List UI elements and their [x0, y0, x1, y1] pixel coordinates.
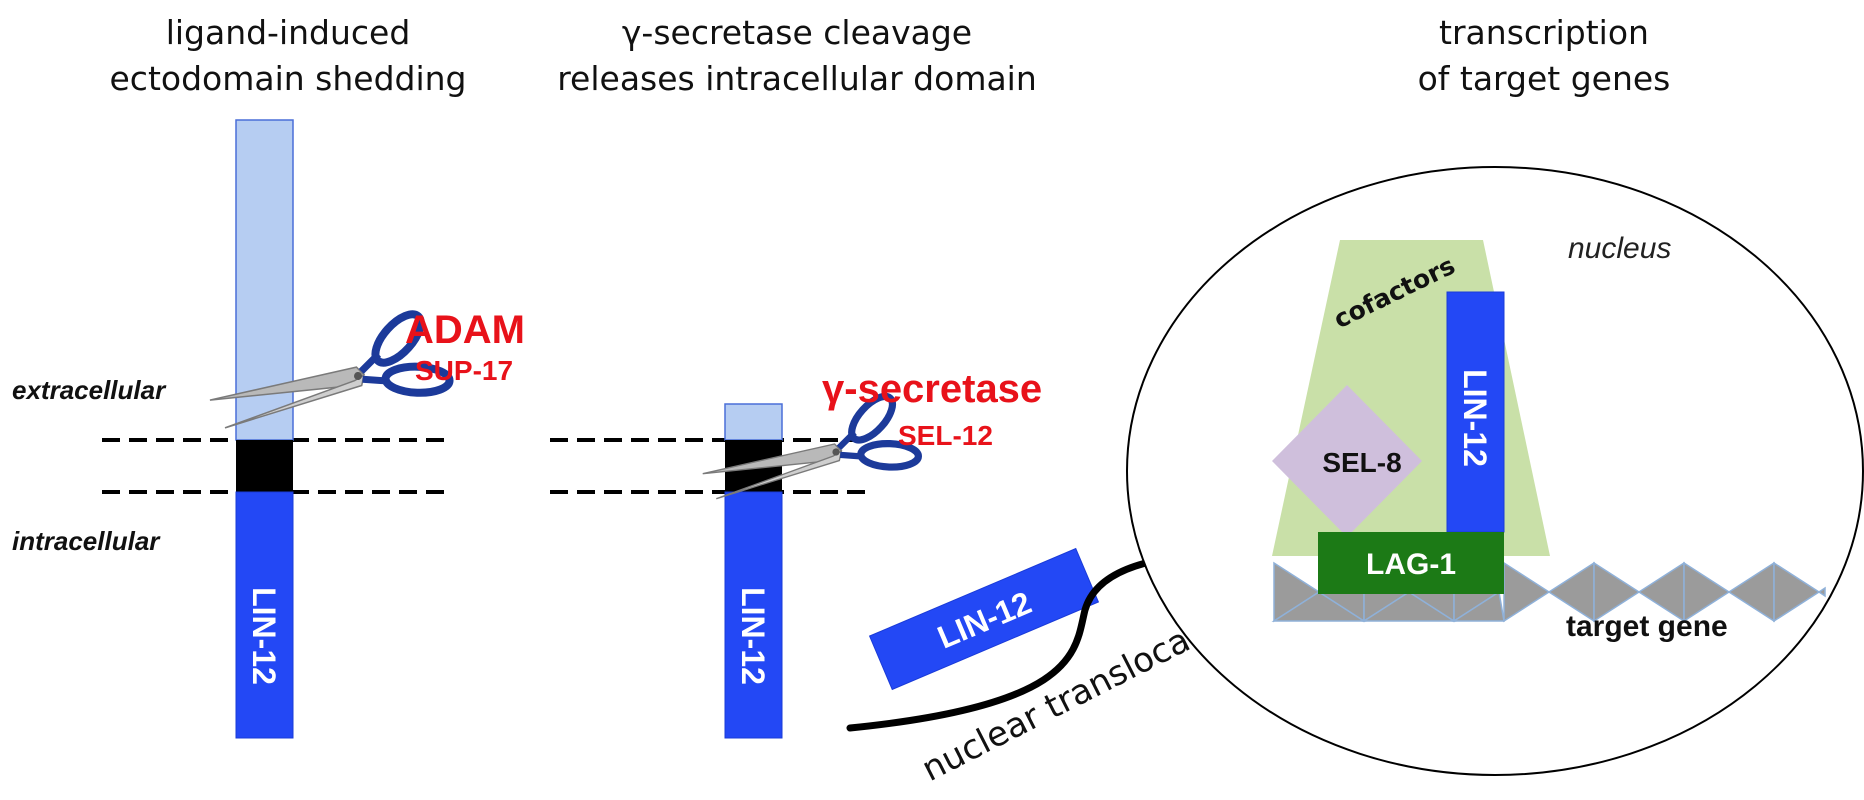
sel8-label: SEL-8 — [1322, 447, 1401, 478]
extracellular-label: extracellular — [12, 375, 167, 405]
panel3-title-line2: of target genes — [1418, 59, 1671, 98]
gamma-secretase-label: γ-secretase — [822, 367, 1042, 411]
panel2-title-line2: releases intracellular domain — [557, 59, 1037, 98]
panel3-title-line1: transcription — [1439, 13, 1649, 52]
panel2-title-line1: γ-secretase cleavage — [622, 13, 972, 52]
receptor-label-cleaved: LIN-12 — [735, 587, 771, 685]
panel1-title-line1: ligand-induced — [166, 13, 411, 52]
lag1-transcription-factor — [1318, 532, 1504, 594]
sel8-cofactor — [1272, 385, 1422, 537]
receptor-label-full: LIN-12 — [246, 587, 282, 685]
intracellular-domain-2 — [724, 491, 783, 739]
sup17-label: SUP-17 — [415, 355, 513, 386]
lag1-label: LAG-1 — [1366, 548, 1456, 581]
nucleus-label: nucleus — [1568, 232, 1671, 265]
adam-label: ADAM — [405, 308, 525, 352]
ectodomain-stub — [724, 403, 783, 441]
intracellular-domain-1 — [235, 491, 294, 739]
sel12-label: SEL-12 — [898, 420, 993, 451]
receptor-label-nuclear: LIN-12 — [1457, 369, 1493, 467]
panel1-title-line2: ectodomain shedding — [110, 59, 467, 98]
intracellular-label: intracellular — [12, 526, 161, 556]
nuclear-intracellular-domain — [1446, 291, 1505, 533]
target-gene-label: target gene — [1566, 610, 1728, 643]
transmembrane-domain-1 — [236, 440, 293, 492]
released-intracellular-domain: LIN-12 — [868, 547, 1100, 691]
